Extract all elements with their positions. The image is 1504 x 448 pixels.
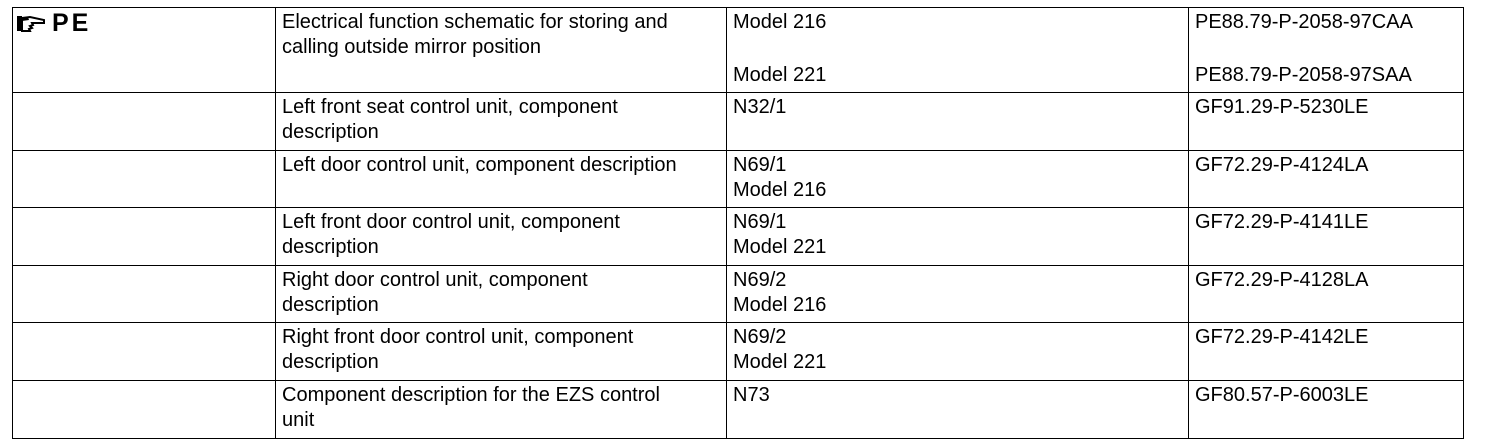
spacer — [1195, 35, 1458, 63]
code-line: GF91.29-P-5230LE — [1195, 96, 1369, 118]
reference-table: PE Electrical function schematic for sto… — [12, 7, 1464, 439]
code-cell: GF72.29-P-4142LE — [1188, 322, 1464, 381]
model-cell: N69/2 Model 216 — [726, 265, 1189, 323]
table-row: Right front door control unit, component… — [12, 322, 1464, 381]
model-line: N32/1 — [733, 96, 787, 118]
description-line: Component description for the EZS contro… — [282, 384, 660, 406]
description-line: unit — [282, 409, 315, 431]
tag-cell — [12, 265, 276, 323]
tag-cell — [12, 322, 276, 381]
code-line: PE88.79-P-2058-97SAA — [1195, 64, 1412, 86]
model-cell: N69/1 Model 216 — [726, 150, 1189, 208]
description-cell: Electrical function schematic for storin… — [275, 7, 727, 93]
pe-tag: PE — [16, 10, 270, 37]
description-cell: Left front seat control unit, component … — [275, 92, 727, 151]
code-cell: GF72.29-P-4124LA — [1188, 150, 1464, 208]
code-line: PE88.79-P-2058-97CAA — [1195, 11, 1413, 33]
tag-cell — [12, 207, 276, 266]
model-line: N69/2 — [733, 326, 787, 348]
code-cell: GF72.29-P-4141LE — [1188, 207, 1464, 266]
description-line: description — [282, 351, 379, 373]
description-cell: Left front door control unit, component … — [275, 207, 727, 266]
model-line: Model 221 — [733, 64, 827, 86]
code-cell: GF80.57-P-6003LE — [1188, 380, 1464, 439]
model-line: N73 — [733, 384, 770, 406]
code-cell: PE88.79-P-2058-97CAA PE88.79-P-2058-97SA… — [1188, 7, 1464, 93]
model-line: N69/2 — [733, 269, 787, 291]
description-line: description — [282, 294, 379, 316]
code-line: GF80.57-P-6003LE — [1195, 384, 1369, 406]
table-row: Right door control unit, component descr… — [12, 265, 1464, 323]
tag-cell — [12, 150, 276, 208]
description-line: Left front door control unit, component — [282, 211, 620, 233]
tag-cell: PE — [12, 7, 276, 93]
code-line: GF72.29-P-4124LA — [1195, 154, 1369, 176]
description-cell: Right door control unit, component descr… — [275, 265, 727, 323]
model-cell: Model 216 Model 221 — [726, 7, 1189, 93]
code-cell: GF72.29-P-4128LA — [1188, 265, 1464, 323]
code-cell: GF91.29-P-5230LE — [1188, 92, 1464, 151]
tag-cell — [12, 380, 276, 439]
description-line: Left front seat control unit, component — [282, 96, 618, 118]
table-row: PE Electrical function schematic for sto… — [12, 7, 1464, 93]
description-cell: Right front door control unit, component… — [275, 322, 727, 381]
table-row: Left front door control unit, component … — [12, 207, 1464, 266]
model-cell: N32/1 — [726, 92, 1189, 151]
description-line: Right door control unit, component — [282, 269, 588, 291]
model-line: Model 216 — [733, 294, 827, 316]
tag-cell — [12, 92, 276, 151]
pointing-hand-icon — [17, 15, 45, 32]
pe-tag-label: PE — [52, 9, 92, 37]
model-line: Model 221 — [733, 351, 827, 373]
table-row: Component description for the EZS contro… — [12, 380, 1464, 439]
model-line: Model 216 — [733, 179, 827, 201]
description-line: Right front door control unit, component — [282, 326, 634, 348]
description-cell: Left door control unit, component descri… — [275, 150, 727, 208]
table-row: Left door control unit, component descri… — [12, 150, 1464, 208]
code-line: GF72.29-P-4141LE — [1195, 211, 1369, 233]
code-line: GF72.29-P-4142LE — [1195, 326, 1369, 348]
code-line: GF72.29-P-4128LA — [1195, 269, 1369, 291]
model-line: Model 216 — [733, 11, 827, 33]
model-cell: N69/1 Model 221 — [726, 207, 1189, 266]
description-line: calling outside mirror position — [282, 36, 542, 58]
model-line: Model 221 — [733, 236, 827, 258]
model-cell: N73 — [726, 380, 1189, 439]
model-line: N69/1 — [733, 211, 787, 233]
description-line: Left door control unit, component descri… — [282, 154, 677, 176]
description-cell: Component description for the EZS contro… — [275, 380, 727, 439]
spacer — [733, 35, 1183, 63]
description-line: description — [282, 236, 379, 258]
description-line: description — [282, 121, 379, 143]
model-line: N69/1 — [733, 154, 787, 176]
table-row: Left front seat control unit, component … — [12, 92, 1464, 151]
model-cell: N69/2 Model 221 — [726, 322, 1189, 381]
description-line: Electrical function schematic for storin… — [282, 11, 668, 33]
